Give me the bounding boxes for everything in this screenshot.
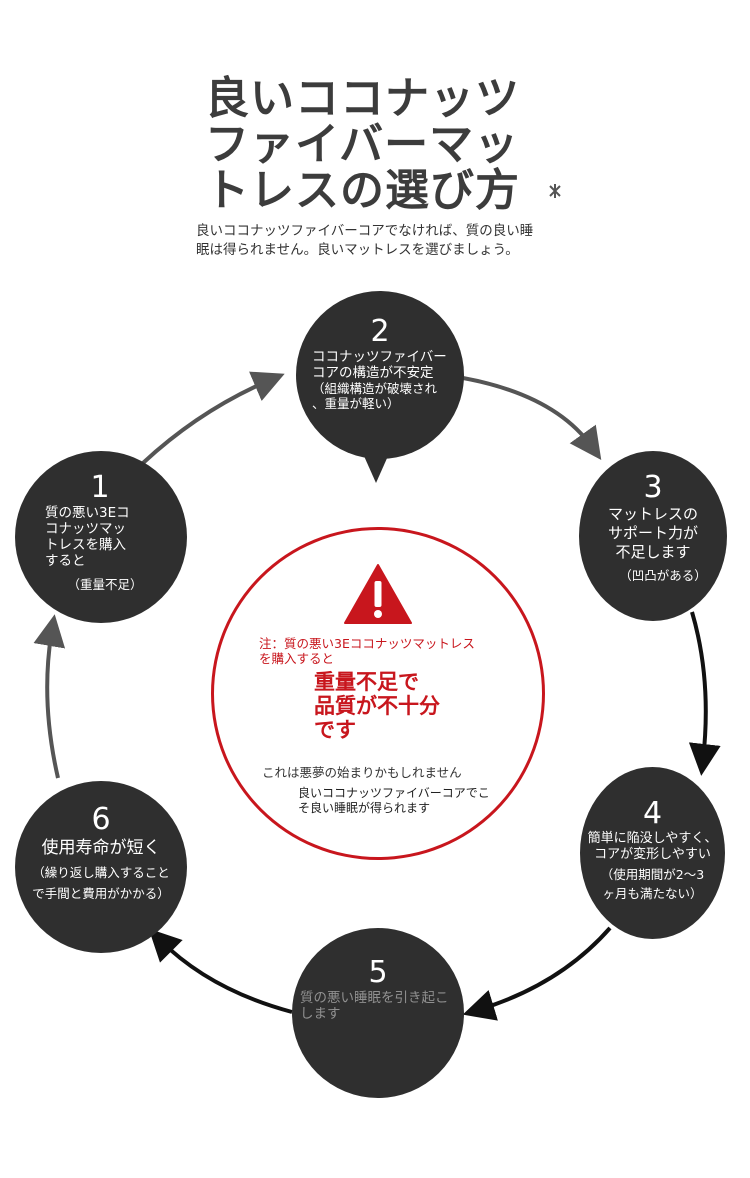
- node-text: 質の悪い3Eコ: [45, 505, 130, 521]
- node-text: します: [300, 1006, 341, 1022]
- cycle-node-1: 1 質の悪い3Eコ コナッツマッ トレスを購入 すると （重量不足）: [15, 451, 187, 623]
- node-text: コナッツマッ: [45, 521, 126, 537]
- node-number: 5: [368, 955, 388, 990]
- arrow-3-to-4: [688, 611, 721, 776]
- node-note: （凹凸がある）: [619, 568, 707, 583]
- warning-caption: 注：質の悪い3Eココナッツマットレス を購入すると: [259, 636, 529, 666]
- cycle-node-4: 4 簡単に陥没しやすく、 コアが変形しやすい （使用期間が2〜3 ヶ月も満たない…: [580, 767, 725, 939]
- warning-line: 注：質の悪い3Eココナッツマットレス: [259, 636, 475, 651]
- warning-line: を購入すると: [259, 651, 335, 666]
- node-text: ココナッツファイバー: [312, 349, 447, 365]
- headline-line: 品質が不十分: [314, 694, 440, 718]
- subtitle-line: 良いココナッツファイバーコアでなければ、質の良い睡: [196, 223, 534, 239]
- center-warning-circle: 注：質の悪い3Eココナッツマットレス を購入すると 重量不足で 品質が不十分 で…: [211, 527, 545, 860]
- node-text: 簡単に陥没しやすく、: [587, 831, 718, 846]
- sparkle-icon: [549, 184, 561, 198]
- node-note: で手間と費用がかかる）: [32, 886, 170, 901]
- good-line: そ良い睡眠が得られます: [298, 801, 431, 815]
- node-text: 不足します: [615, 543, 691, 561]
- node-text: すると: [45, 553, 86, 569]
- cycle-node-3: 3 マットレスの サポート力が 不足します （凹凸がある）: [579, 451, 727, 621]
- arrow-2-to-3: [462, 376, 602, 461]
- node-note: （繰り返し購入すること: [32, 865, 170, 880]
- node-text: コアの構造が不安定: [312, 365, 434, 381]
- node-number: 3: [643, 470, 663, 505]
- node-text: 使用寿命が短く: [41, 838, 161, 858]
- title-line: 良いココナッツ: [205, 73, 520, 124]
- arrow-1-to-2: [141, 371, 285, 465]
- node-text: 質の悪い睡眠を引き起こ: [300, 990, 449, 1006]
- nightmare-text: これは悪夢の始まりかもしれません: [262, 765, 462, 780]
- node-text: サポート力が: [607, 524, 698, 542]
- subtitle-line: 眠は得られません。良いマットレスを選びましょう。: [196, 242, 519, 258]
- warning-headline: 重量不足で 品質が不十分 です: [314, 670, 494, 742]
- arrow-4-to-5: [462, 926, 612, 1021]
- node-note: 、重量が軽い）: [312, 396, 400, 411]
- arrow-6-to-1: [33, 614, 66, 779]
- good-line: 良いココナッツファイバーコアでこ: [298, 786, 490, 800]
- node-text: マットレスの: [607, 505, 698, 523]
- cycle-node-2: 2 ココナッツファイバー コアの構造が不安定 （組織構造が破壊され 、重量が軽い…: [296, 291, 464, 459]
- node-number: 4: [642, 796, 663, 831]
- node-number: 1: [90, 470, 110, 505]
- page-title: 良いココナッツ ファイバーマッ トレスの選び方: [205, 76, 535, 214]
- title-line: トレスの選び方: [205, 165, 520, 216]
- cycle-node-5: 5 質の悪い睡眠を引き起こ します: [292, 928, 464, 1098]
- node-note: ヶ月も満たない）: [602, 886, 703, 901]
- node-number: 6: [91, 802, 111, 837]
- node-text: コアが変形しやすい: [594, 847, 711, 862]
- page-subtitle: 良いココナッツファイバーコアでなければ、質の良い睡 眠は得られません。良いマット…: [196, 222, 576, 260]
- good-sleep-text: 良いココナッツファイバーコアでこ そ良い睡眠が得られます: [298, 786, 528, 816]
- headline-line: 重量不足で: [314, 670, 419, 694]
- node-note: （重量不足）: [67, 577, 143, 592]
- node-note: （組織構造が破壊され: [312, 381, 438, 396]
- warning-icon: [344, 564, 412, 624]
- cycle-node-6: 6 使用寿命が短く （繰り返し購入すること で手間と費用がかかる）: [15, 781, 187, 953]
- title-line: ファイバーマッ: [205, 119, 520, 170]
- node-number: 2: [370, 314, 390, 349]
- speech-bubble-tail: [364, 456, 388, 483]
- headline-line: です: [314, 718, 356, 742]
- arrow-5-to-6: [148, 928, 293, 1014]
- node-text: トレスを購入: [45, 537, 126, 553]
- node-note: （使用期間が2〜3: [600, 867, 705, 882]
